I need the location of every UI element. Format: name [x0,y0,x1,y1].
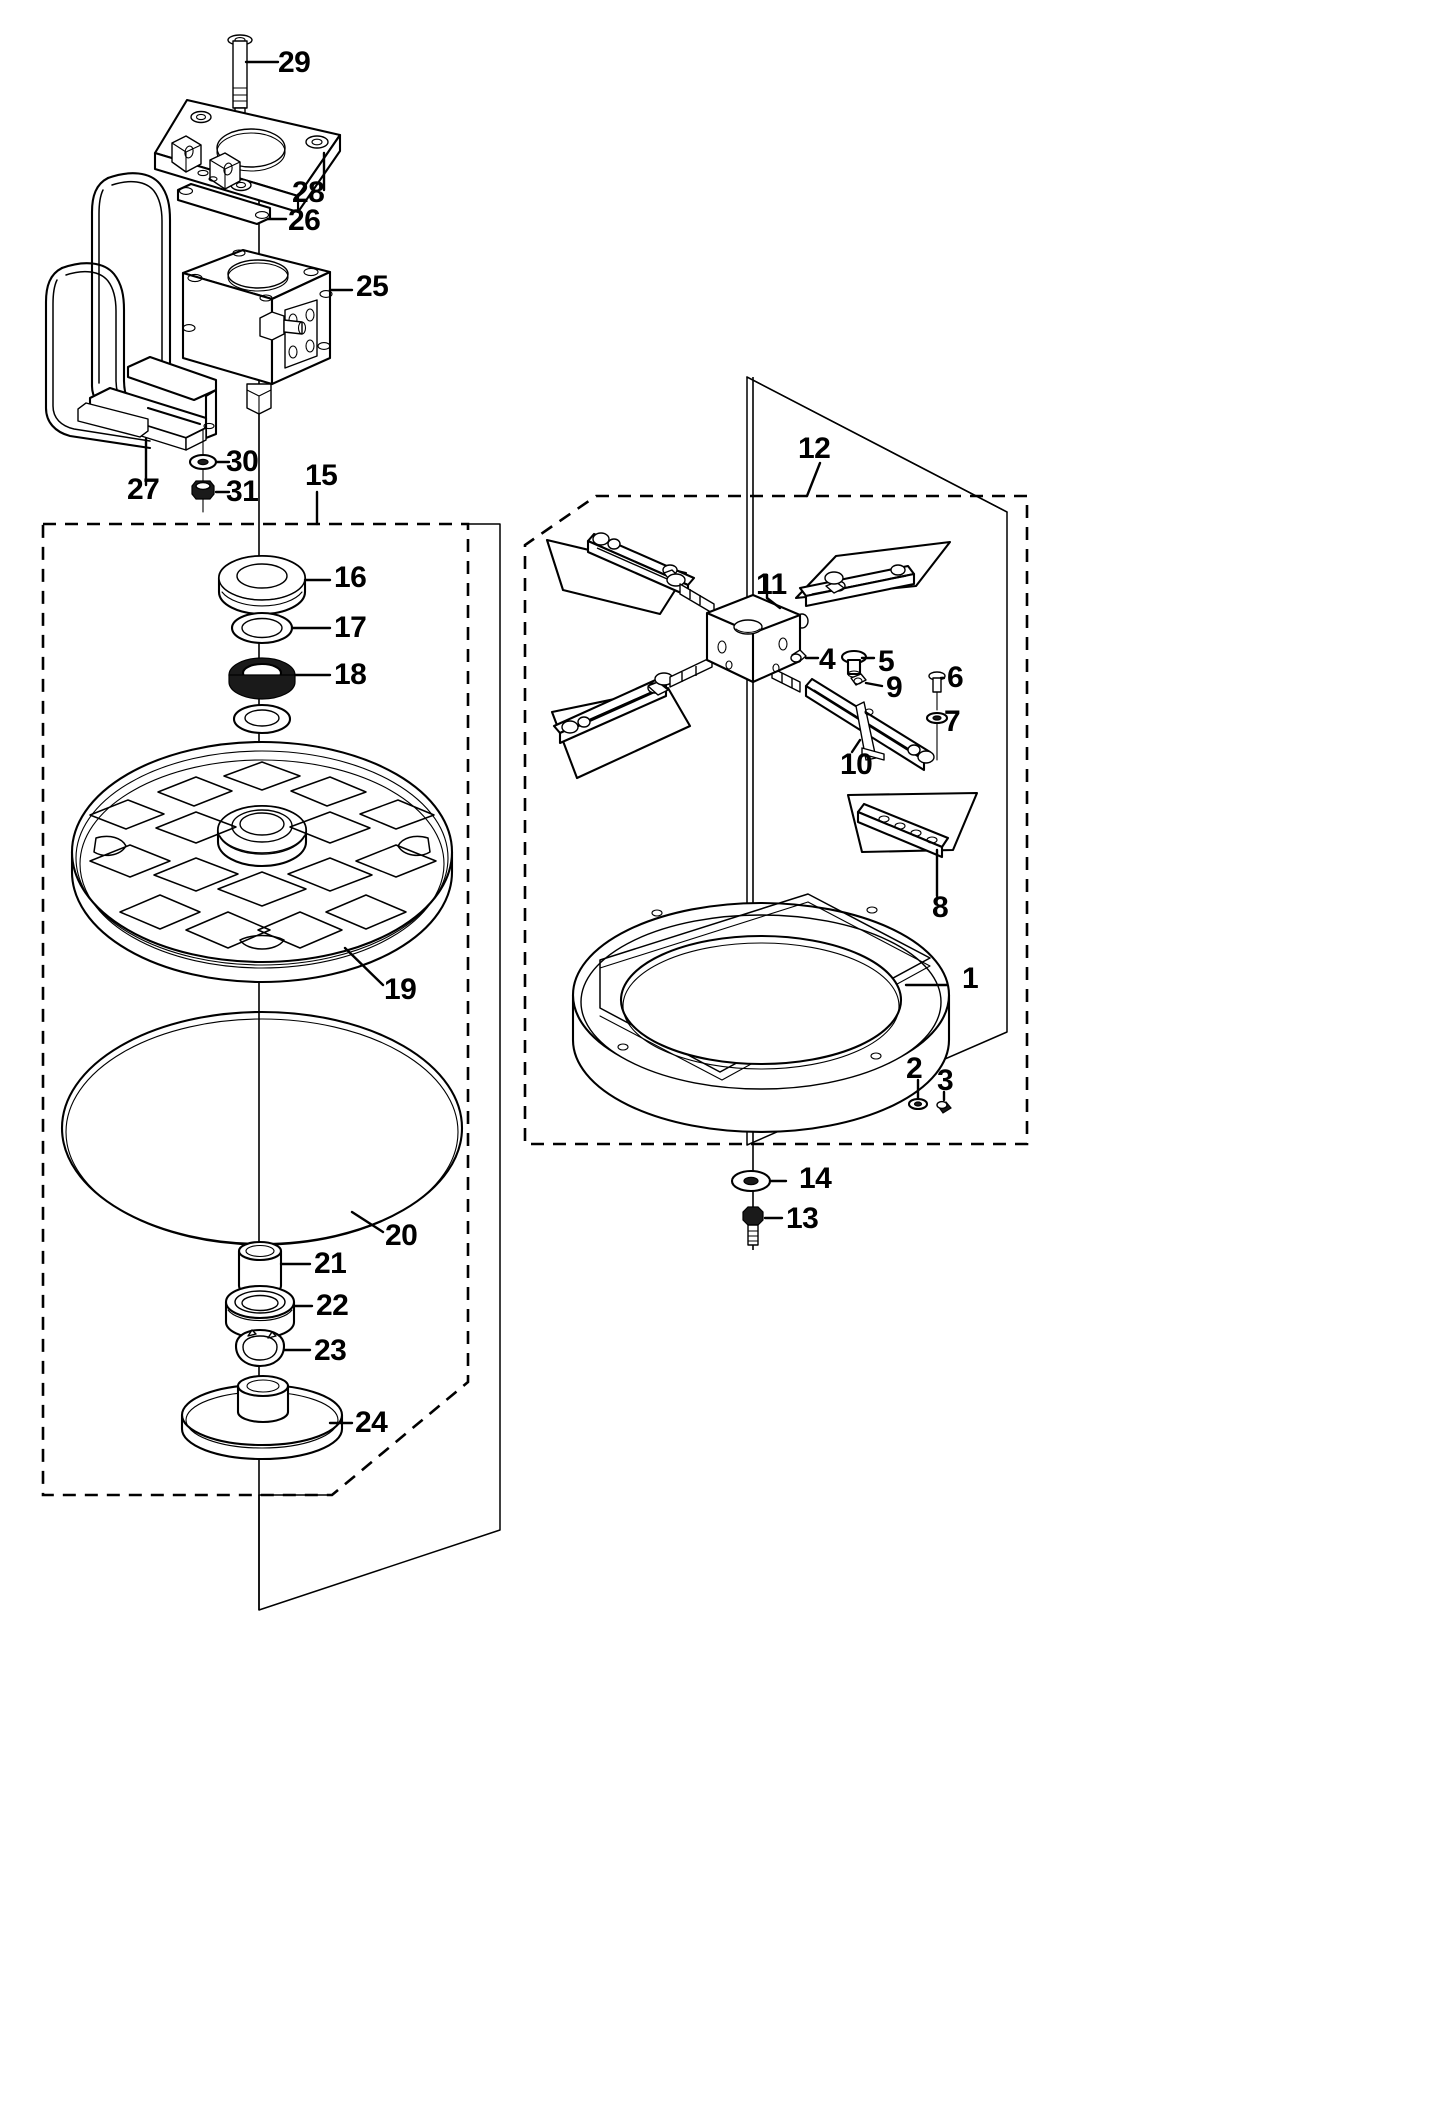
part-16-seal [217,554,332,616]
callout-8: 8 [932,891,949,924]
part-25-gearbox [181,248,354,461]
group-12-panel [746,376,1008,1146]
part-6-bolt [928,671,946,711]
callout-26: 26 [288,204,321,237]
part-10-arm-upper-right [771,564,916,634]
part-31-nut [191,480,231,513]
part-26-strap [176,182,288,226]
part-3-screw [936,1090,952,1114]
part-5-knob [840,649,876,678]
group-12-dashed-enclosure [523,494,1029,1146]
callout-16: 16 [334,561,367,594]
part-29-bolt [227,34,280,161]
part-21-spacer [237,1240,312,1297]
part-10-arm-lower-right [771,667,935,772]
callout-5: 5 [878,645,895,678]
part-9-spring-pin [850,673,884,688]
part-11-spider-hub [705,573,802,684]
part-2-washer [907,1078,929,1111]
callout-13: 13 [786,1202,819,1235]
callout-7: 7 [944,705,961,738]
part-22-bearing [224,1284,314,1340]
part-19-float-disc [70,740,454,987]
part-10-arm-upper-left [586,532,715,615]
callout-24: 24 [355,1406,388,1439]
callout-11: 11 [756,568,787,601]
callout-15: 15 [305,459,338,492]
part-4-set-screw [790,649,820,663]
callout-27: 27 [127,473,160,506]
callout-6: 6 [947,661,964,694]
part-24-hub-plate [180,1374,354,1461]
part-unlabeled-washer [232,703,292,735]
part-28-mount-plate [153,98,342,214]
callout-25: 25 [356,270,389,303]
callout-23: 23 [314,1334,347,1367]
callout-18: 18 [334,658,367,691]
callout-21: 21 [314,1247,347,1280]
callout-30: 30 [226,445,259,478]
callout-3: 3 [937,1064,954,1097]
callout-22: 22 [316,1289,349,1322]
part-17-ring [230,611,332,645]
callout-12: 12 [798,432,831,465]
part-12-group-leader [805,461,822,498]
callout-10: 10 [840,748,873,781]
part-1-rotor-ring [571,893,951,1134]
part-14-washer [730,1169,788,1193]
callout-2: 2 [906,1052,923,1085]
callout-20: 20 [385,1219,418,1252]
callout-14: 14 [799,1162,832,1195]
part-20-ring-gasket [60,1010,464,1246]
group-15-dashed-enclosure [41,522,470,1497]
callout-4: 4 [819,643,836,676]
callout-9: 9 [886,671,903,704]
callout-28: 28 [292,176,325,209]
part-30-washer [188,429,231,486]
callout-1: 1 [962,962,979,995]
part-8-blade-lower-right [846,791,979,898]
callout-17: 17 [334,611,367,644]
part-18-thrust-bearing [228,657,332,700]
part-23-snap-ring [234,1328,312,1368]
part-13-bolt [742,1206,784,1246]
callout-29: 29 [278,46,311,79]
callout-31: 31 [226,475,259,508]
part-7-washer [925,711,949,761]
callout-19: 19 [384,973,417,1006]
part-10-arm-lower-left [552,656,713,745]
part-27-handle-frame [44,172,218,487]
